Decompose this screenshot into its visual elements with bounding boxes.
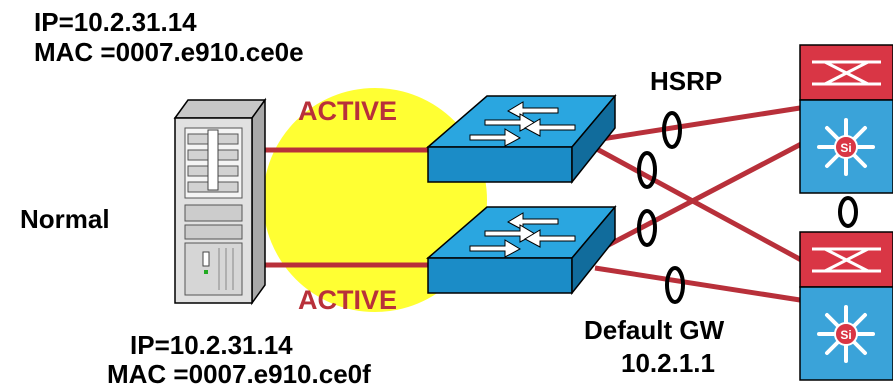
link-sw1-r1 bbox=[594, 105, 801, 143]
router-2-icon bbox=[799, 231, 893, 381]
link-sw1-r2 bbox=[593, 145, 807, 265]
default-gateway-label: Default GW bbox=[584, 315, 725, 345]
link-ellipse-3 bbox=[637, 209, 657, 247]
router-1-badge: Si bbox=[840, 141, 851, 155]
switch-1-icon bbox=[425, 93, 617, 185]
mode-label: Normal bbox=[20, 204, 110, 234]
router-interconnect-ellipse bbox=[838, 196, 858, 228]
link-sw2-r2 bbox=[594, 265, 801, 303]
link-ellipse-4 bbox=[665, 266, 685, 304]
hsrp-link-ellipse bbox=[662, 111, 682, 149]
router-1-icon bbox=[799, 44, 893, 194]
bottom-host-mac: MAC =0007.e910.ce0f bbox=[107, 359, 371, 389]
server-icon bbox=[173, 97, 267, 306]
bottom-link-label: ACTIVE bbox=[298, 285, 398, 315]
default-gateway-address: 10.2.1.1 bbox=[621, 348, 715, 378]
top-host-ip: IP=10.2.31.14 bbox=[34, 7, 197, 37]
top-link-label: ACTIVE bbox=[298, 96, 398, 126]
link-sw2-r1 bbox=[593, 139, 807, 255]
hsrp-label: HSRP bbox=[650, 66, 723, 96]
bottom-host-ip: IP=10.2.31.14 bbox=[130, 330, 293, 360]
link-ellipse-2 bbox=[637, 151, 657, 189]
top-host-mac: MAC =0007.e910.ce0e bbox=[34, 37, 304, 67]
switch-2-icon bbox=[425, 204, 617, 296]
router-2-badge: Si bbox=[840, 328, 851, 342]
